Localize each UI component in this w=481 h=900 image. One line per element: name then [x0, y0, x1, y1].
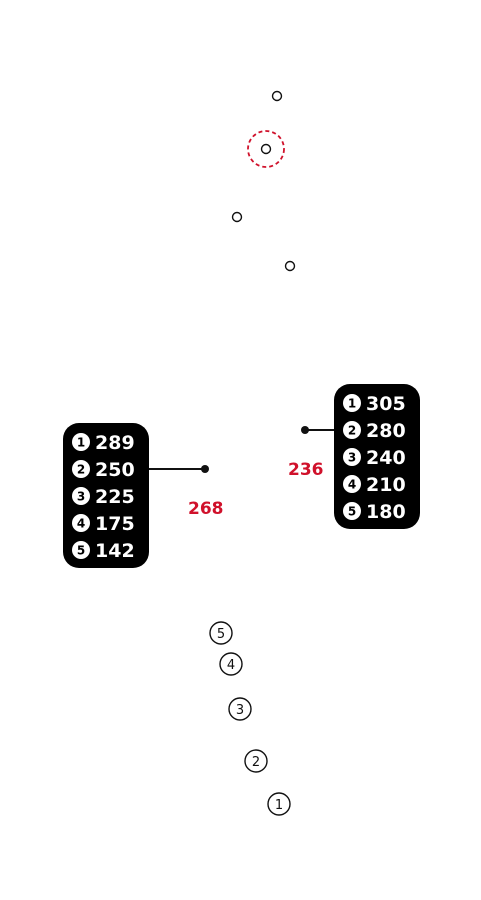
rank-circle-icon — [72, 541, 90, 559]
rank-circle-icon — [343, 421, 361, 439]
highlight-ring — [247, 130, 285, 168]
marker-number: 1 — [275, 798, 283, 813]
right-panel-row: 4 210 — [343, 474, 406, 496]
left-rank-value: 142 — [95, 540, 135, 562]
right-rank-number: 4 — [348, 478, 356, 492]
rank-circle-icon — [72, 514, 90, 532]
left-panel-row: 3 225 — [72, 486, 135, 508]
right-rank-number: 5 — [348, 505, 356, 519]
right-panel-row: 5 180 — [343, 501, 406, 523]
marker-number: 3 — [236, 703, 244, 718]
right-rank-value: 180 — [366, 501, 406, 523]
numbered-circle-icon — [219, 652, 243, 676]
left-rank-number: 1 — [77, 436, 85, 450]
numbered-circle-icon — [228, 697, 252, 721]
marker-number: 2 — [252, 755, 260, 770]
plot-point-highlighted — [260, 143, 272, 155]
rank-circle-icon — [343, 448, 361, 466]
right-panel-rows: 1 305 2 280 3 240 4 210 5 180 — [343, 393, 406, 523]
left-rank-number: 5 — [77, 544, 85, 558]
right-rank-value: 240 — [366, 447, 406, 469]
left-panel-rows: 1 289 2 250 3 225 4 175 5 142 — [72, 432, 135, 562]
numbered-marker: 4 — [219, 652, 243, 676]
left-rank-number: 4 — [77, 517, 85, 531]
left-anchor-dot — [201, 465, 209, 473]
right-anchor-dot — [301, 426, 309, 434]
right-rank-number: 3 — [348, 451, 356, 465]
left-panel-row: 2 250 — [72, 459, 135, 481]
bottom-markers: 5 4 3 2 1 — [209, 621, 291, 816]
left-callout: 1 289 2 250 3 225 4 175 5 142 268 — [63, 423, 224, 568]
left-panel-row: 4 175 — [72, 513, 135, 535]
rank-circle-icon — [72, 433, 90, 451]
rank-circle-icon — [343, 394, 361, 412]
left-value-panel — [63, 423, 149, 568]
left-rank-value: 289 — [95, 432, 135, 454]
right-rank-value: 305 — [366, 393, 406, 415]
numbered-marker: 5 — [209, 621, 233, 645]
right-rank-number: 1 — [348, 397, 356, 411]
plot-point-1 — [271, 90, 283, 102]
rank-circle-icon — [72, 487, 90, 505]
right-rank-value: 280 — [366, 420, 406, 442]
left-rank-value: 175 — [95, 513, 135, 535]
right-panel-row: 1 305 — [343, 393, 406, 415]
right-callout: 1 305 2 280 3 240 4 210 5 180 236 — [288, 384, 420, 529]
numbered-marker: 2 — [244, 749, 268, 773]
left-panel-row: 1 289 — [72, 432, 135, 454]
left-rank-value: 250 — [95, 459, 135, 481]
numbered-circle-icon — [244, 749, 268, 773]
numbered-circle-icon — [209, 621, 233, 645]
right-rank-number: 2 — [348, 424, 356, 438]
left-rank-value: 225 — [95, 486, 135, 508]
right-panel-row: 2 280 — [343, 420, 406, 442]
numbered-marker: 1 — [267, 792, 291, 816]
numbered-circle-icon — [267, 792, 291, 816]
left-rank-number: 3 — [77, 490, 85, 504]
left-red-value: 268 — [188, 499, 224, 519]
right-red-value: 236 — [288, 460, 324, 480]
rank-circle-icon — [72, 460, 90, 478]
plot-point-4 — [284, 260, 296, 272]
rank-circle-icon — [343, 502, 361, 520]
right-panel-row: 3 240 — [343, 447, 406, 469]
left-panel-row: 5 142 — [72, 540, 135, 562]
marker-number: 4 — [227, 658, 235, 673]
right-rank-value: 210 — [366, 474, 406, 496]
numbered-marker: 3 — [228, 697, 252, 721]
right-value-panel — [334, 384, 420, 529]
plot-point-3 — [231, 211, 243, 223]
left-rank-number: 2 — [77, 463, 85, 477]
marker-number: 5 — [217, 627, 225, 642]
rank-circle-icon — [343, 475, 361, 493]
